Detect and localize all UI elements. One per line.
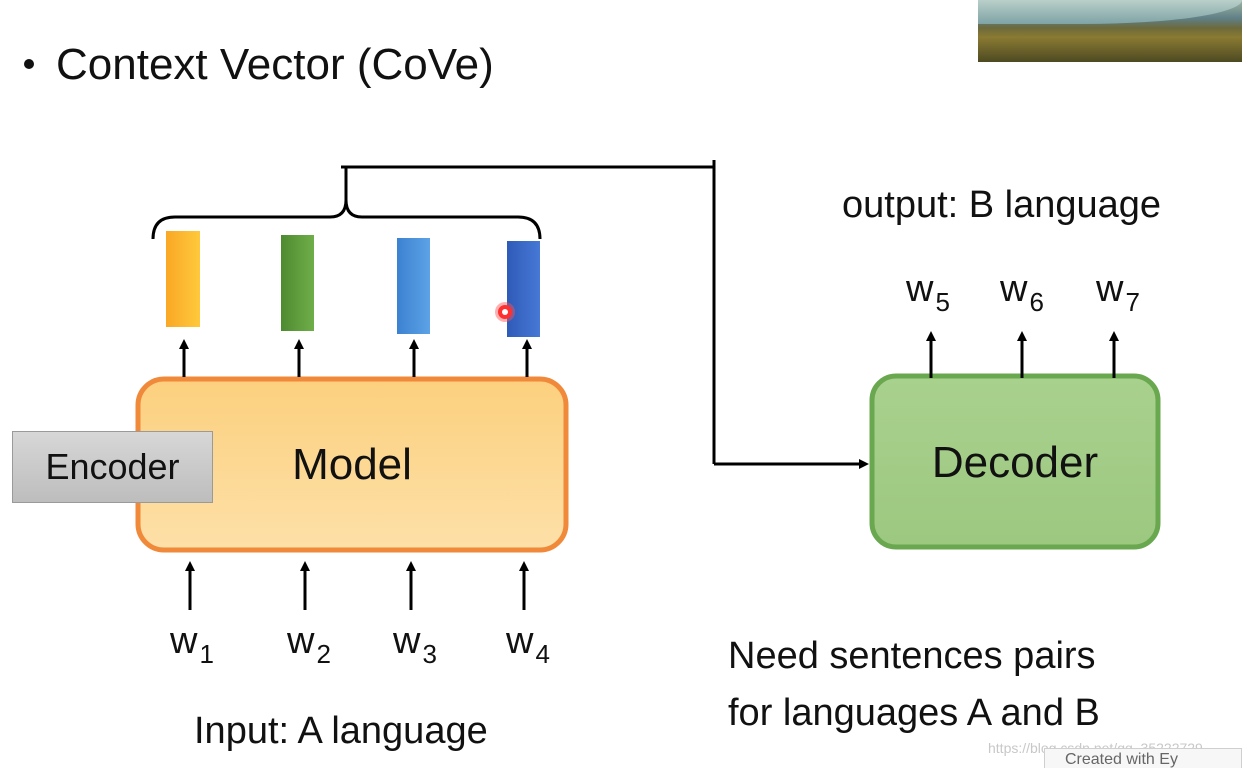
footer-fragment: Created with Ey <box>1044 748 1242 768</box>
note-line-2: for languages A and B <box>728 692 1100 734</box>
input-token-w4: w4 <box>506 620 550 669</box>
vector-brace <box>151 199 542 240</box>
decoder-label: Decoder <box>931 438 1099 487</box>
output-token-w5: w5 <box>906 268 950 317</box>
input-token-w1: w1 <box>170 620 214 669</box>
model-output-arrows <box>179 339 532 377</box>
output-vector-light-blue <box>397 238 430 334</box>
slide-title-text: Context Vector (CoVe) <box>56 40 494 89</box>
input-token-w3: w3 <box>393 620 437 669</box>
note-text: Need sentences pairs for languages A and… <box>728 628 1100 742</box>
model-label: Model <box>292 440 412 489</box>
output-vector-green <box>281 235 314 331</box>
pointer-cursor-icon <box>498 305 512 319</box>
output-token-w6: w6 <box>1000 268 1044 317</box>
background-photo <box>978 0 1242 62</box>
output-vector-yellow <box>166 231 200 327</box>
input-caption: Input: A language <box>194 710 488 752</box>
context-connector <box>341 160 869 469</box>
encoder-tag: Encoder <box>12 431 213 503</box>
input-arrows <box>185 561 529 610</box>
output-token-w7: w7 <box>1096 268 1140 317</box>
slide-title: Context Vector (CoVe) <box>24 40 494 90</box>
output-vector-blue <box>507 241 540 337</box>
bullet-icon <box>24 59 34 70</box>
note-line-1: Need sentences pairs <box>728 635 1096 677</box>
input-token-w2: w2 <box>287 620 331 669</box>
decoder-box <box>869 373 1161 550</box>
decoder-output-arrows <box>926 331 1119 378</box>
output-caption: output: B language <box>842 184 1162 226</box>
